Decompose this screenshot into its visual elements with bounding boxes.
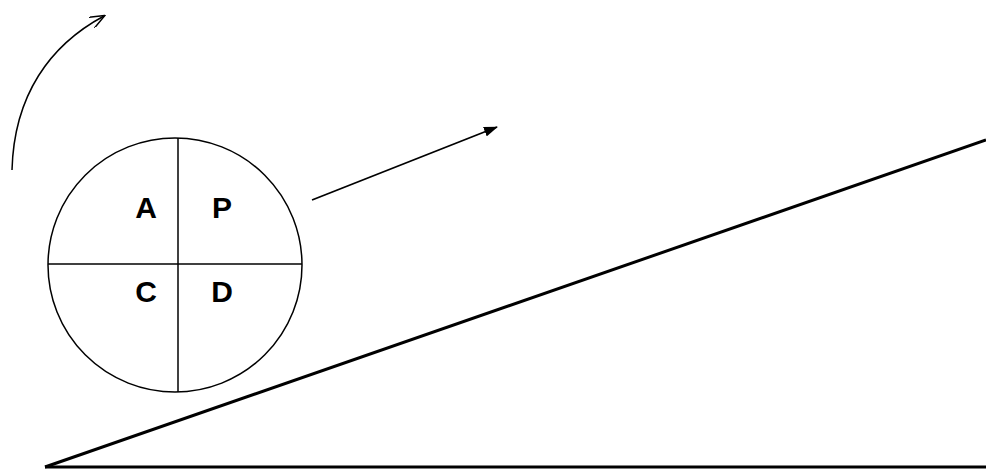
progress-arrow	[312, 127, 497, 200]
rotation-arrow	[12, 16, 104, 170]
quadrant-letter: D	[211, 277, 233, 307]
pdca-circle: A P C D	[47, 137, 303, 393]
quadrant-letter: P	[212, 193, 232, 223]
circle-outline	[47, 137, 303, 393]
base-line	[45, 466, 986, 469]
quadrant-letter: C	[135, 277, 157, 307]
quadrant-letter: A	[135, 193, 157, 223]
